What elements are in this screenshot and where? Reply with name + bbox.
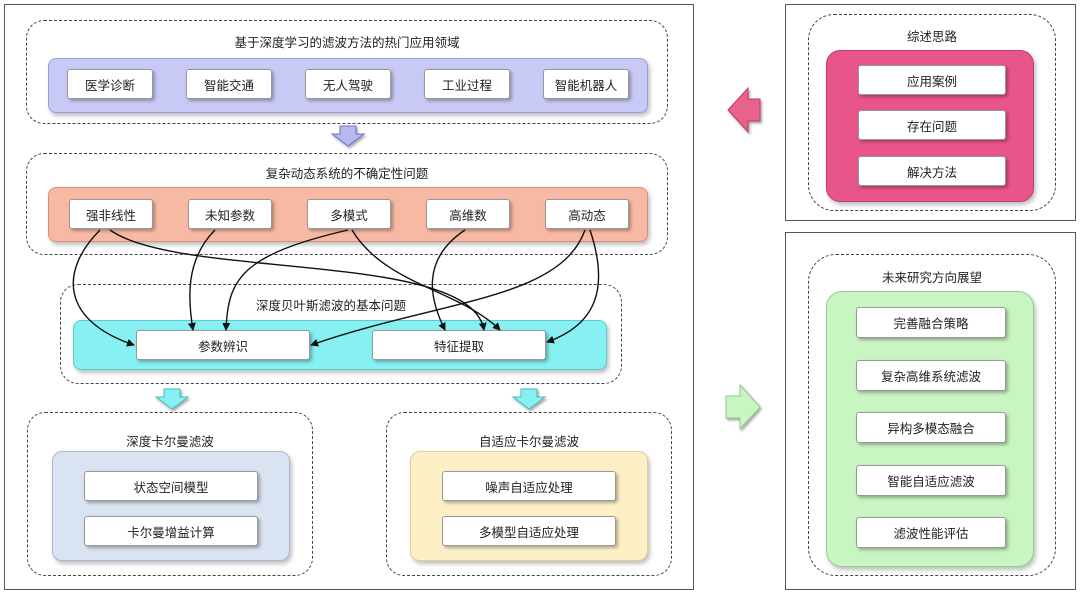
hot-fields-group: 基于深度学习的滤波方法的热门应用领域 bbox=[26, 20, 668, 124]
uncertainty-high-dim: 高维数 bbox=[426, 199, 510, 229]
bayes-feature-extraction: 特征提取 bbox=[372, 330, 546, 360]
uncertainty-nonlinear: 强非线性 bbox=[69, 199, 153, 229]
future-group: 未来研究方向展望 bbox=[808, 254, 1056, 576]
future-title: 未来研究方向展望 bbox=[881, 270, 982, 285]
adaptive-kalman-title: 自适应卡尔曼滤波 bbox=[478, 434, 579, 449]
hot-field-medical: 医学诊断 bbox=[67, 69, 153, 99]
hot-field-industrial: 工业过程 bbox=[424, 69, 510, 99]
future-fusion-strategy: 完善融合策略 bbox=[856, 307, 1006, 338]
future-adaptive-filter: 智能自适应滤波 bbox=[856, 465, 1006, 496]
review-solutions: 解决方法 bbox=[858, 156, 1006, 186]
right-arrow-to-future bbox=[725, 383, 761, 431]
connector-nonlinear-to-feature bbox=[109, 229, 487, 331]
adaptive-multimodel: 多模型自适应处理 bbox=[442, 516, 616, 546]
adaptive-kalman-group: 自适应卡尔曼滤波 bbox=[386, 412, 672, 576]
uncertainty-high-dynamic: 高动态 bbox=[545, 199, 629, 229]
deep-kalman-state-space: 状态空间模型 bbox=[84, 471, 258, 501]
bayes-group: 深度贝叶斯滤波的基本问题 bbox=[60, 284, 622, 384]
deep-kalman-gain: 卡尔曼增益计算 bbox=[84, 516, 258, 546]
uncertainty-unknown-params: 未知参数 bbox=[188, 199, 272, 229]
review-cases: 应用案例 bbox=[858, 65, 1006, 95]
down-arrow-bayes-to-deep-kalman bbox=[154, 388, 190, 410]
bayes-title: 深度贝叶斯滤波的基本问题 bbox=[255, 298, 406, 313]
uncertainty-to-bayes-connectors bbox=[72, 229, 600, 347]
uncertainty-group: 复杂动态系统的不确定性问题 bbox=[26, 153, 668, 255]
future-high-dim-filter: 复杂高维系统滤波 bbox=[856, 360, 1006, 391]
adaptive-noise: 噪声自适应处理 bbox=[442, 471, 616, 501]
hot-fields-title: 基于深度学习的滤波方法的热门应用领域 bbox=[234, 35, 460, 50]
connector-highdynamic-to-feature bbox=[546, 229, 600, 344]
left-arrow-to-review bbox=[727, 86, 761, 134]
connector-highdim-to-feature bbox=[431, 229, 466, 331]
down-arrow-bayes-to-adaptive-kalman bbox=[511, 388, 547, 410]
connector-unknown-to-param bbox=[187, 229, 216, 331]
deep-kalman-title: 深度卡尔曼滤波 bbox=[126, 434, 214, 449]
future-performance-eval: 滤波性能评估 bbox=[856, 517, 1006, 548]
review-title: 综述思路 bbox=[906, 29, 957, 44]
connector-multimode-to-feature bbox=[351, 229, 501, 331]
hot-field-traffic: 智能交通 bbox=[186, 69, 272, 99]
connector-nonlinear-to-param bbox=[72, 229, 135, 347]
uncertainty-title: 复杂动态系统的不确定性问题 bbox=[265, 166, 429, 181]
review-group: 综述思路 bbox=[808, 14, 1056, 211]
hot-field-driverless: 无人驾驶 bbox=[305, 69, 391, 99]
uncertainty-multimode: 多模式 bbox=[307, 199, 391, 229]
future-multimodal-fusion: 异构多模态融合 bbox=[856, 412, 1006, 443]
deep-kalman-group: 深度卡尔曼滤波 bbox=[27, 412, 313, 576]
connector-highdynamic-to-param bbox=[310, 229, 586, 347]
connector-multimode-to-param bbox=[222, 229, 349, 331]
bayes-param-identification: 参数辨识 bbox=[136, 330, 310, 360]
hot-field-robot: 智能机器人 bbox=[543, 69, 629, 99]
review-problems: 存在问题 bbox=[858, 110, 1006, 140]
down-arrow-hot-to-uncertainty bbox=[330, 125, 366, 147]
